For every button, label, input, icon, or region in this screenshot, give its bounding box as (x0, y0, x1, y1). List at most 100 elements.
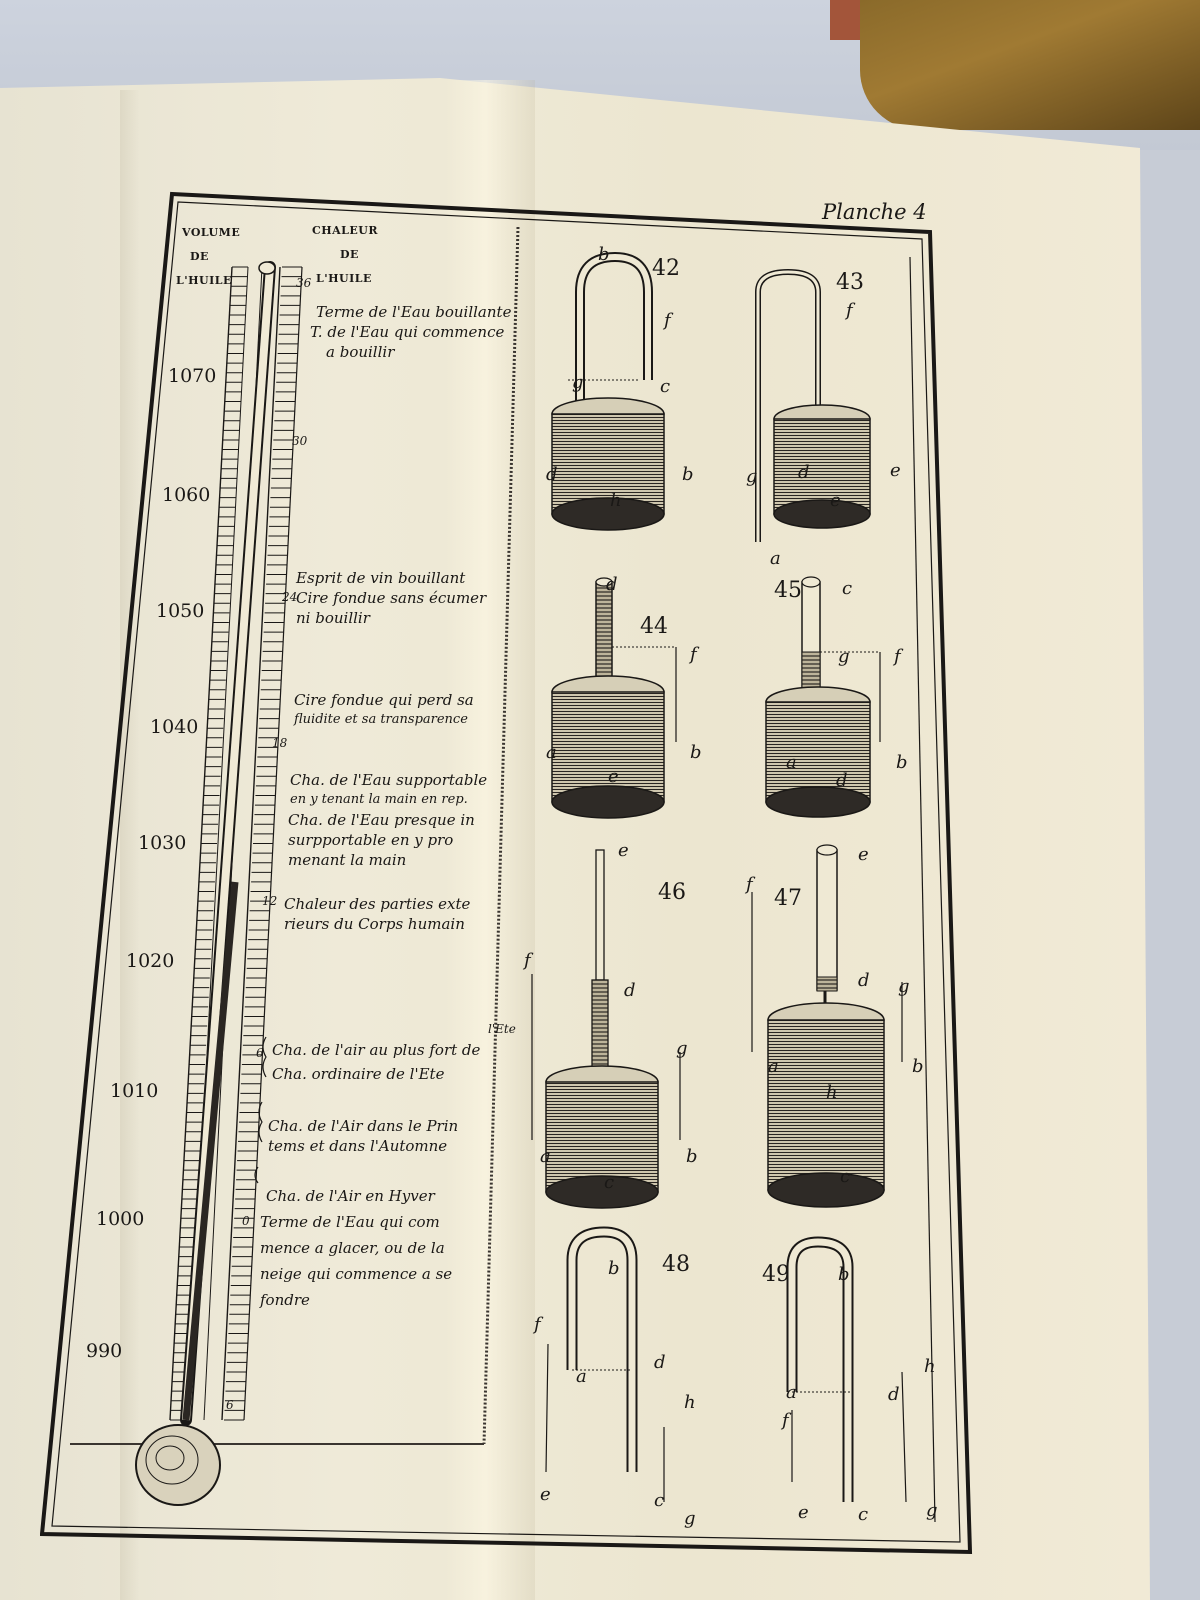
desc-water-unbearable: Cha. de l'Eau presque in surpportable en… (288, 810, 475, 870)
heat-header-3: L'HUILE (316, 272, 372, 285)
fig46-letter: c (604, 1172, 615, 1193)
fig47-letter: b (912, 1056, 924, 1077)
fig43-letter: a (770, 548, 781, 569)
fig44-letter: e (608, 766, 619, 787)
volume-label: 1030 (138, 832, 187, 854)
figure-49-drawing (786, 1236, 907, 1503)
fig45-letter: g (838, 646, 850, 667)
fig42-letter: d (546, 464, 558, 485)
desc-line: ni bouillir (296, 609, 370, 627)
fig42-letter: g (572, 372, 584, 393)
fig48-letter: f (534, 1314, 541, 1335)
figure-number-42: 42 (652, 256, 680, 281)
figure-45-drawing (765, 576, 881, 818)
fig46-letter: g (676, 1038, 688, 1059)
volume-header-1: VOLUME (182, 226, 241, 239)
volume-label: 990 (86, 1340, 123, 1362)
fig44-letter: d (606, 574, 618, 595)
fig48-letter: g (684, 1508, 696, 1529)
desc-line: Terme de l'Eau bouillante (316, 303, 512, 321)
fig49-letter: f (782, 1410, 789, 1431)
desc-line: Esprit de vin bouillant (296, 569, 466, 587)
figure-number-45: 45 (774, 578, 802, 603)
heat-label: 6 (256, 1046, 264, 1060)
figure-46-drawing (531, 849, 681, 1209)
fig49-letter: b (838, 1264, 850, 1285)
wooden-object (860, 0, 1200, 130)
desc-line: fluidite et sa transparence (294, 712, 468, 727)
heat-label: 6 (226, 1398, 234, 1412)
desc-spring-autumn: Cha. de l'Air dans le Prin tems et dans … (268, 1116, 458, 1156)
fig42-letter: b (598, 244, 610, 265)
volume-label: 1020 (126, 950, 175, 972)
desc-wax: Cire fondue qui perd sa fluidite et sa t… (294, 690, 474, 730)
desc-line: Cha. de l'Air en Hyver (266, 1187, 435, 1205)
fig44-letter: a (546, 742, 557, 763)
fig47-letter: c (840, 1166, 851, 1187)
fig48-letter: d (654, 1352, 666, 1373)
desc-freezing: Terme de l'Eau qui com mence a glacer, o… (260, 1212, 452, 1310)
desc-line: Cire fondue sans écumer (296, 589, 487, 607)
desc-line: menant la main (288, 851, 407, 869)
fig42-letter: h (610, 490, 622, 511)
page-crease (120, 90, 140, 1600)
heat-label: 12 (262, 894, 278, 908)
fig47-letter: e (858, 844, 869, 865)
desc-line: Cha. ordinaire de l'Ete (272, 1065, 445, 1083)
desc-line: fondre (260, 1291, 310, 1309)
fig46-letter: f (524, 950, 531, 971)
figure-number-48: 48 (662, 1252, 690, 1277)
desc-body-heat: Chaleur des parties exte rieurs du Corps… (284, 894, 470, 934)
fig47-letter: h (826, 1082, 838, 1103)
fig42-letter: f (664, 310, 671, 331)
desc-line: Chaleur des parties exte (284, 895, 471, 913)
fig49-letter: a (786, 1382, 797, 1403)
fig48-letter: h (684, 1392, 696, 1413)
desc-boiling-water: Terme de l'Eau bouillante T. de l'Eau qu… (310, 302, 512, 362)
page-fold-highlight (445, 80, 535, 1600)
fig43-letter: e (890, 460, 901, 481)
fig45-letter: b (896, 752, 908, 773)
fig47-letter: g (898, 976, 910, 997)
figure-number-47: 47 (774, 886, 802, 911)
figure-42-drawing (551, 251, 665, 531)
desc-line: a bouillir (326, 343, 395, 361)
fig47-letter: d (858, 970, 870, 991)
desc-line: Cha. de l'Air dans le Prin (268, 1117, 459, 1135)
fig43-letter: d (798, 462, 810, 483)
volume-label: 1060 (162, 484, 211, 506)
fig48-letter: b (608, 1258, 620, 1279)
desc-line: Terme de l'Eau qui com (260, 1213, 440, 1231)
fig48-letter: a (576, 1366, 587, 1387)
fig46-letter: e (618, 840, 629, 861)
heat-label: 30 (292, 434, 308, 448)
desc-line: en y tenant la main en rep. (290, 792, 468, 807)
figure-number-49: 49 (762, 1262, 790, 1287)
fig47-letter: f (746, 874, 753, 895)
desc-line: rieurs du Corps humain (284, 915, 465, 933)
fig47-letter: a (768, 1056, 779, 1077)
figure-number-46: 46 (658, 880, 686, 905)
figure-number-43: 43 (836, 270, 864, 295)
fig45-letter: d (836, 770, 848, 791)
volume-label: 1000 (96, 1208, 145, 1230)
volume-label: 1050 (156, 600, 205, 622)
figure-47-drawing (751, 844, 903, 1208)
fig46-letter: d (624, 980, 636, 1001)
heat-label: 0 (242, 1214, 250, 1228)
figure-number-44: 44 (640, 614, 668, 639)
desc-line: Cha. de l'Eau supportable (290, 771, 488, 789)
ete-note: l'Ete (488, 1022, 516, 1036)
heat-header-2: DE (340, 248, 359, 261)
fig49-letter: e (798, 1502, 809, 1523)
volume-header-2: DE (190, 250, 209, 263)
heat-label: 18 (272, 736, 288, 750)
desc-spirit-of-wine: Esprit de vin bouillant Cire fondue sans… (296, 568, 486, 628)
desc-winter: Cha. de l'Air en Hyver (266, 1186, 435, 1206)
fig49-letter: h (924, 1356, 936, 1377)
fig44-letter: b (690, 742, 702, 763)
desc-water-bearable: Cha. de l'Eau supportable en y tenant la… (290, 770, 487, 810)
fig49-letter: d (888, 1384, 900, 1405)
fig48-letter: c (654, 1490, 665, 1511)
volume-label: 1070 (168, 365, 217, 387)
